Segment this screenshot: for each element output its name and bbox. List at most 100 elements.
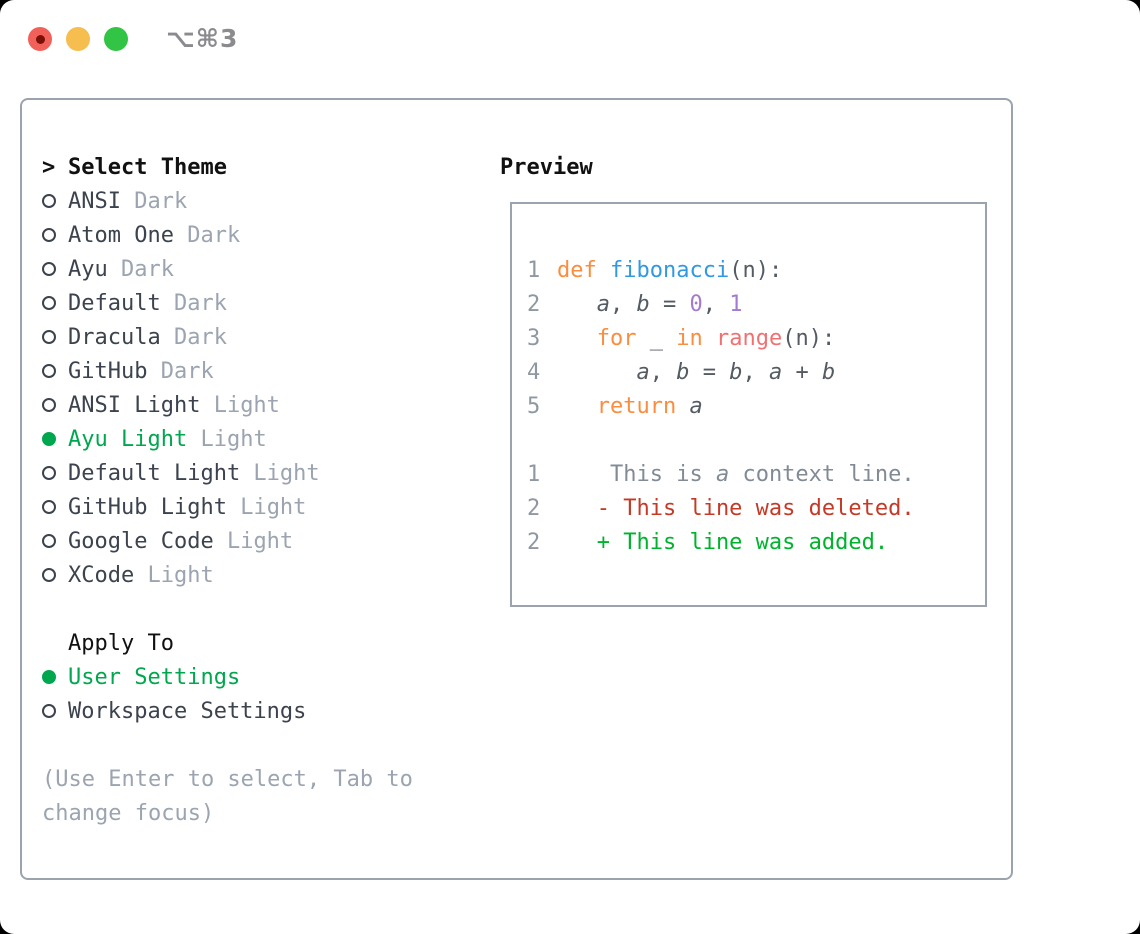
theme-name: GitHub xyxy=(68,358,148,384)
theme-option[interactable]: Google Code Light xyxy=(42,524,413,558)
radio-marker xyxy=(42,500,68,514)
theme-variant: Dark xyxy=(173,222,241,248)
close-dot-icon xyxy=(35,34,45,44)
radio-marker xyxy=(42,398,68,412)
minimize-button[interactable] xyxy=(66,27,90,51)
spacer xyxy=(42,728,413,762)
theme-option[interactable]: GitHub Light Light xyxy=(42,490,413,524)
close-button[interactable] xyxy=(28,27,52,51)
theme-variant: Dark xyxy=(120,188,188,214)
theme-name: Ayu xyxy=(68,256,108,282)
theme-name: ANSI Light xyxy=(68,392,201,418)
radio-icon xyxy=(42,466,56,480)
theme-picker-panel: > Select Theme ANSI Dark Atom One Dark Ay… xyxy=(20,98,1013,880)
radio-marker xyxy=(42,228,68,242)
theme-name: Atom One xyxy=(68,222,174,248)
theme-variant: Light xyxy=(213,528,294,554)
radio-marker xyxy=(42,466,68,480)
radio-icon xyxy=(42,704,56,718)
spacer xyxy=(42,592,413,626)
code-line: 3 for _ in range(n): xyxy=(527,322,985,356)
select-theme-heading: Select Theme xyxy=(68,154,227,180)
radio-marker xyxy=(42,330,68,344)
theme-option[interactable]: XCode Light xyxy=(42,558,413,592)
theme-variant: Dark xyxy=(147,358,214,384)
radio-marker xyxy=(42,262,68,276)
radio-icon xyxy=(42,568,56,582)
code-line: 2 a, b = 0, 1 xyxy=(527,288,985,322)
radio-marker xyxy=(42,670,68,684)
line-number: 3 xyxy=(527,326,541,351)
theme-list: ANSI Dark Atom One Dark Ayu Dark Default… xyxy=(42,184,413,592)
theme-option[interactable]: Default Dark xyxy=(42,286,413,320)
theme-variant: Dark xyxy=(160,290,227,316)
apply-to-option[interactable]: User Settings xyxy=(42,660,413,694)
radio-icon xyxy=(42,364,56,378)
radio-icon xyxy=(42,194,56,208)
hint-line: change focus) xyxy=(42,800,215,826)
theme-variant: Light xyxy=(134,562,214,588)
theme-option[interactable]: Atom One Dark xyxy=(42,218,413,252)
theme-name: Default Light xyxy=(68,460,241,486)
radio-icon xyxy=(42,670,56,684)
apply-to-label: User Settings xyxy=(68,664,241,690)
line-number: 5 xyxy=(527,394,541,419)
theme-option[interactable]: GitHub Dark xyxy=(42,354,413,388)
theme-option[interactable]: ANSI Light Light xyxy=(42,388,413,422)
preview-heading: Preview xyxy=(500,154,593,180)
theme-variant: Light xyxy=(187,426,267,452)
apply-to-option[interactable]: Workspace Settings xyxy=(42,694,413,728)
theme-picker-column: > Select Theme ANSI Dark Atom One Dark Ay… xyxy=(42,150,413,830)
radio-marker xyxy=(42,534,68,548)
code-line: 4 a, b = b, a + b xyxy=(527,356,985,390)
radio-icon xyxy=(42,398,56,412)
theme-name: Dracula xyxy=(68,324,161,350)
line-number: 1 xyxy=(527,258,541,283)
radio-icon xyxy=(42,500,56,514)
window-title: ⌥⌘3 xyxy=(166,24,239,53)
line-number: 2 xyxy=(527,496,541,521)
theme-variant: Light xyxy=(200,392,280,418)
theme-option[interactable]: ANSI Dark xyxy=(42,184,413,218)
radio-icon xyxy=(42,228,56,242)
line-number: 2 xyxy=(527,292,541,317)
maximize-button[interactable] xyxy=(104,27,128,51)
theme-variant: Light xyxy=(226,494,307,520)
radio-icon xyxy=(42,330,56,344)
theme-name: Ayu Light xyxy=(68,426,188,452)
radio-marker xyxy=(42,432,68,446)
code-line xyxy=(527,424,985,458)
theme-variant: Light xyxy=(240,460,320,486)
code-line: 1 This is a context line. xyxy=(527,458,985,492)
apply-to-label: Workspace Settings xyxy=(68,698,307,724)
apply-to-heading: Apply To xyxy=(68,630,174,656)
select-theme-heading-row: > Select Theme xyxy=(42,150,413,184)
theme-option[interactable]: Default Light Light xyxy=(42,456,413,490)
preview-heading-row: Preview xyxy=(500,150,987,184)
radio-marker xyxy=(42,296,68,310)
apply-to-heading-row: Apply To xyxy=(42,626,413,660)
radio-icon xyxy=(42,296,56,310)
radio-marker xyxy=(42,704,68,718)
radio-icon xyxy=(42,432,56,446)
line-number: 4 xyxy=(527,360,541,385)
radio-marker xyxy=(42,194,68,208)
apply-to-list: User Settings Workspace Settings xyxy=(42,660,413,728)
theme-option[interactable]: Ayu Light Light xyxy=(42,422,413,456)
theme-variant: Dark xyxy=(107,256,174,282)
code-line: 2 + This line was added. xyxy=(527,526,985,560)
radio-icon xyxy=(42,262,56,276)
line-number: 2 xyxy=(527,530,541,555)
prompt-caret: > xyxy=(42,154,56,180)
theme-variant: Dark xyxy=(160,324,227,350)
theme-option[interactable]: Ayu Dark xyxy=(42,252,413,286)
theme-option[interactable]: Dracula Dark xyxy=(42,320,413,354)
code-line: 2 - This line was deleted. xyxy=(527,492,985,526)
code-line: 5 return a xyxy=(527,390,985,424)
theme-name: Google Code xyxy=(68,528,214,554)
